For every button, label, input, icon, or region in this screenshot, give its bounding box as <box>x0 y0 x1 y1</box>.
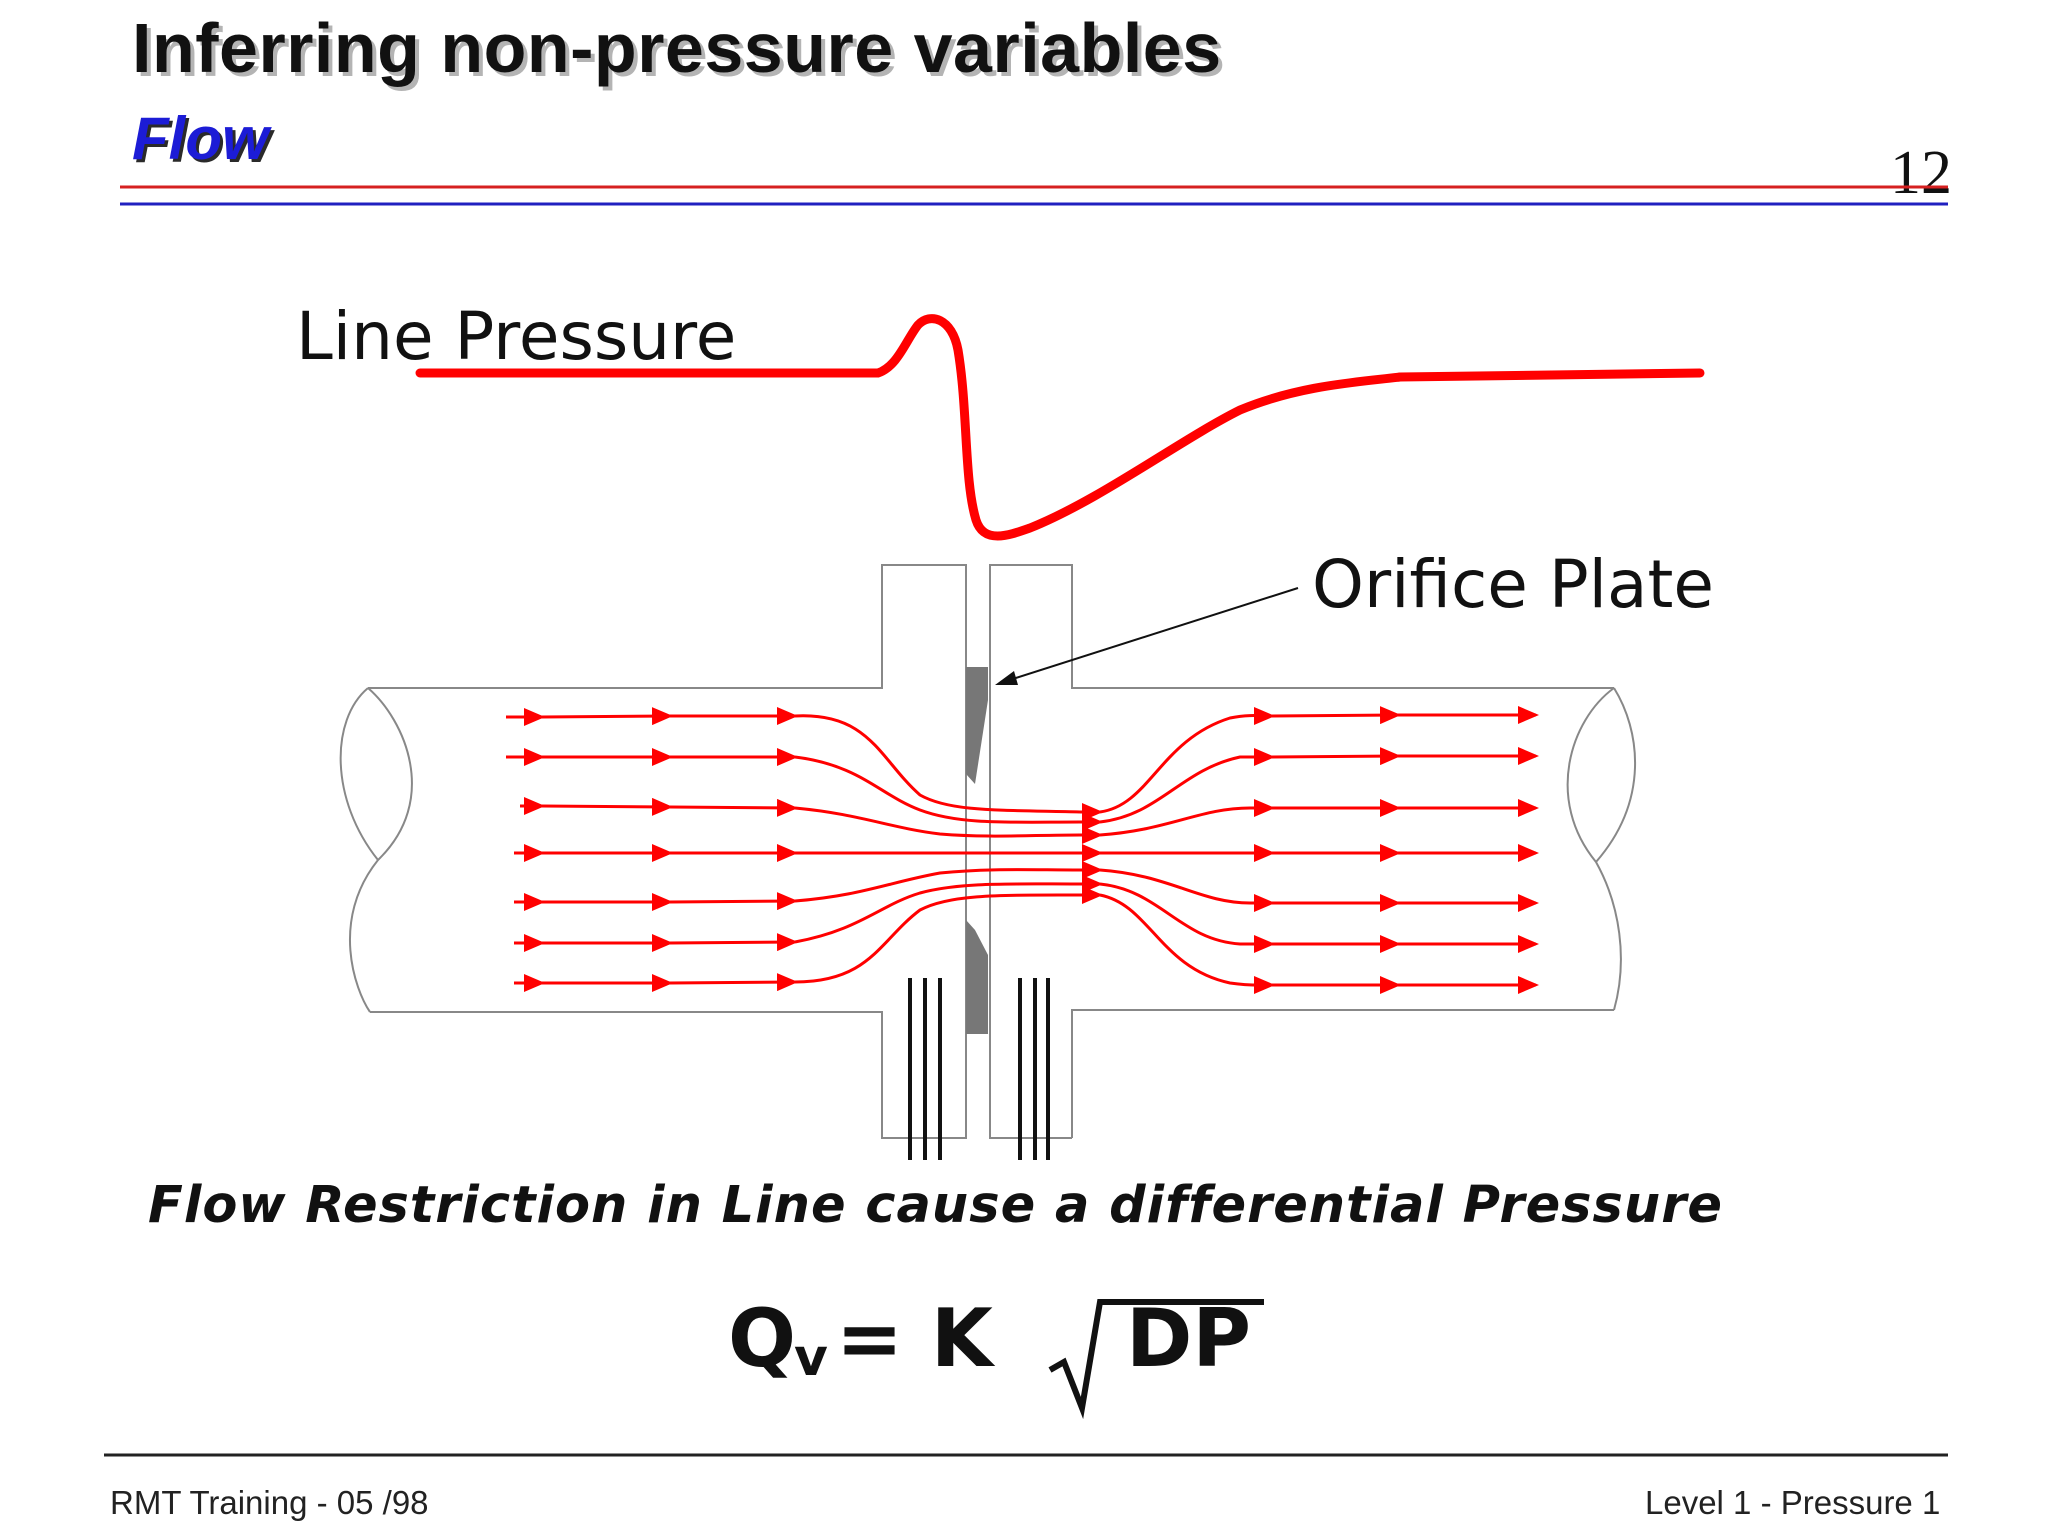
pipe-cut-left <box>339 687 413 1013</box>
orifice-label-arrow <box>995 587 1299 685</box>
formula-subscript: v <box>794 1328 828 1388</box>
square-root-sign <box>1048 1299 1264 1420</box>
formula-q: Q <box>728 1292 797 1385</box>
orifice-plate-bottom <box>966 920 988 1034</box>
line-pressure-label: Line Pressure <box>296 298 737 375</box>
caption-text: Flow Restriction in Line cause a differe… <box>148 1176 1723 1235</box>
orifice-plate-label: Orifice Plate <box>1312 546 1714 623</box>
orifice-plate-top <box>966 667 988 784</box>
formula-equals-k: = K <box>836 1292 993 1385</box>
slide-number: 12 <box>1890 139 1952 207</box>
formula-dp: DP <box>1126 1292 1252 1385</box>
flow-streamlines <box>506 706 1539 995</box>
slide-title: Inferring non-pressure variables <box>132 9 1222 87</box>
pressure-taps <box>908 978 1050 1160</box>
pipe-cut-right <box>1566 687 1637 1011</box>
footer-right: Level 1 - Pressure 1 <box>1645 1484 1941 1521</box>
footer-left: RMT Training - 05 /98 <box>110 1484 429 1521</box>
line-pressure-curve <box>415 314 1705 541</box>
slide-subtitle: Flow <box>132 105 269 172</box>
